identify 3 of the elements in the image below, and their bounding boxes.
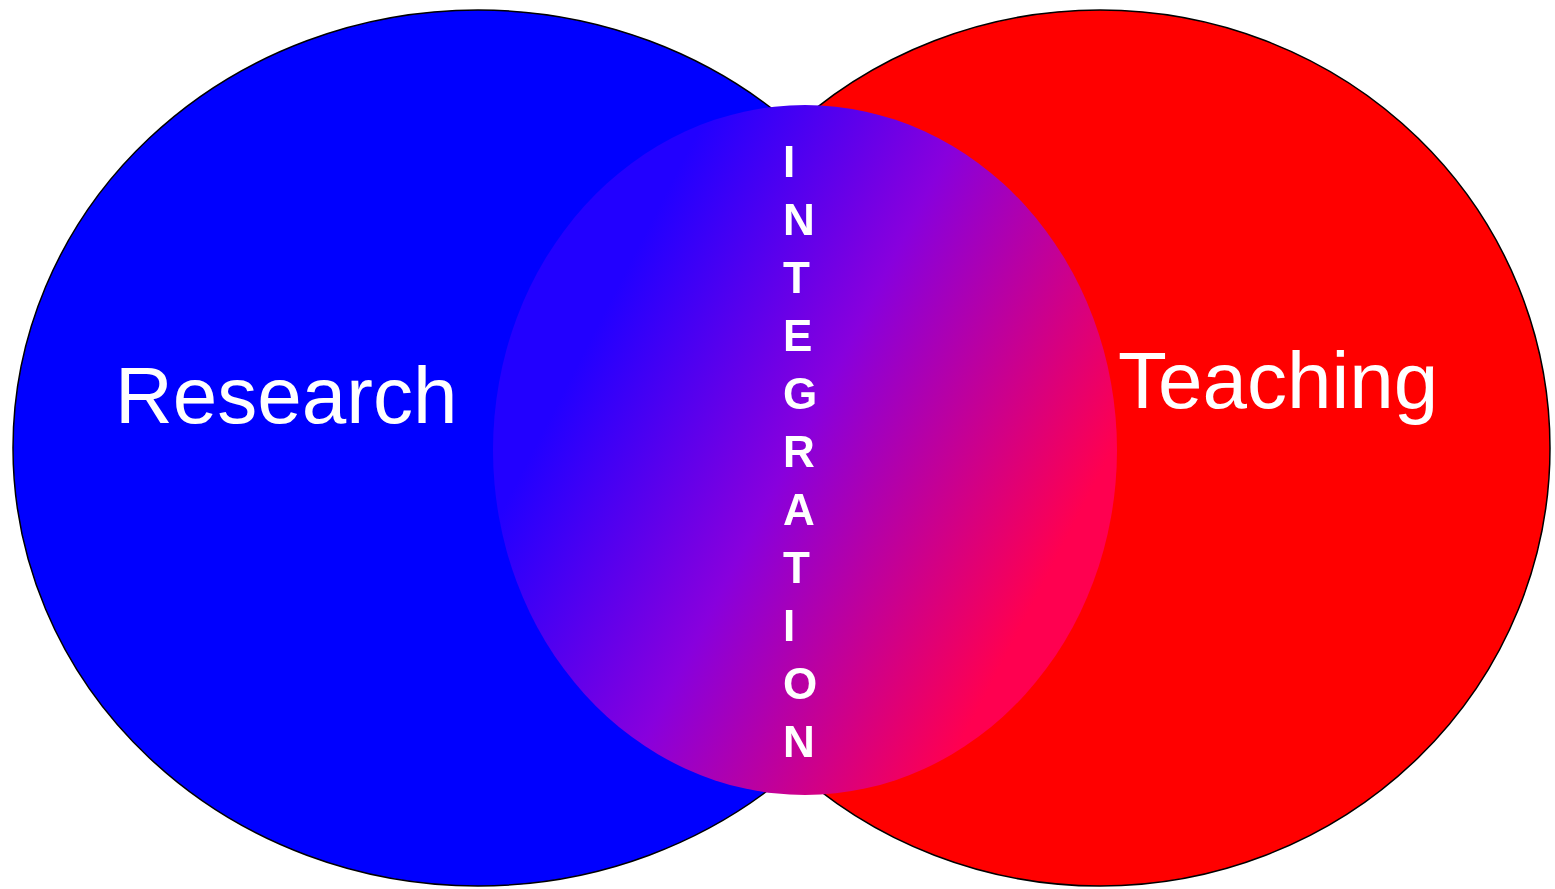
circle-label: INTEGRATION (783, 136, 827, 768)
circle-label: Teaching (1118, 335, 1439, 427)
circle-label: Research (115, 350, 458, 442)
